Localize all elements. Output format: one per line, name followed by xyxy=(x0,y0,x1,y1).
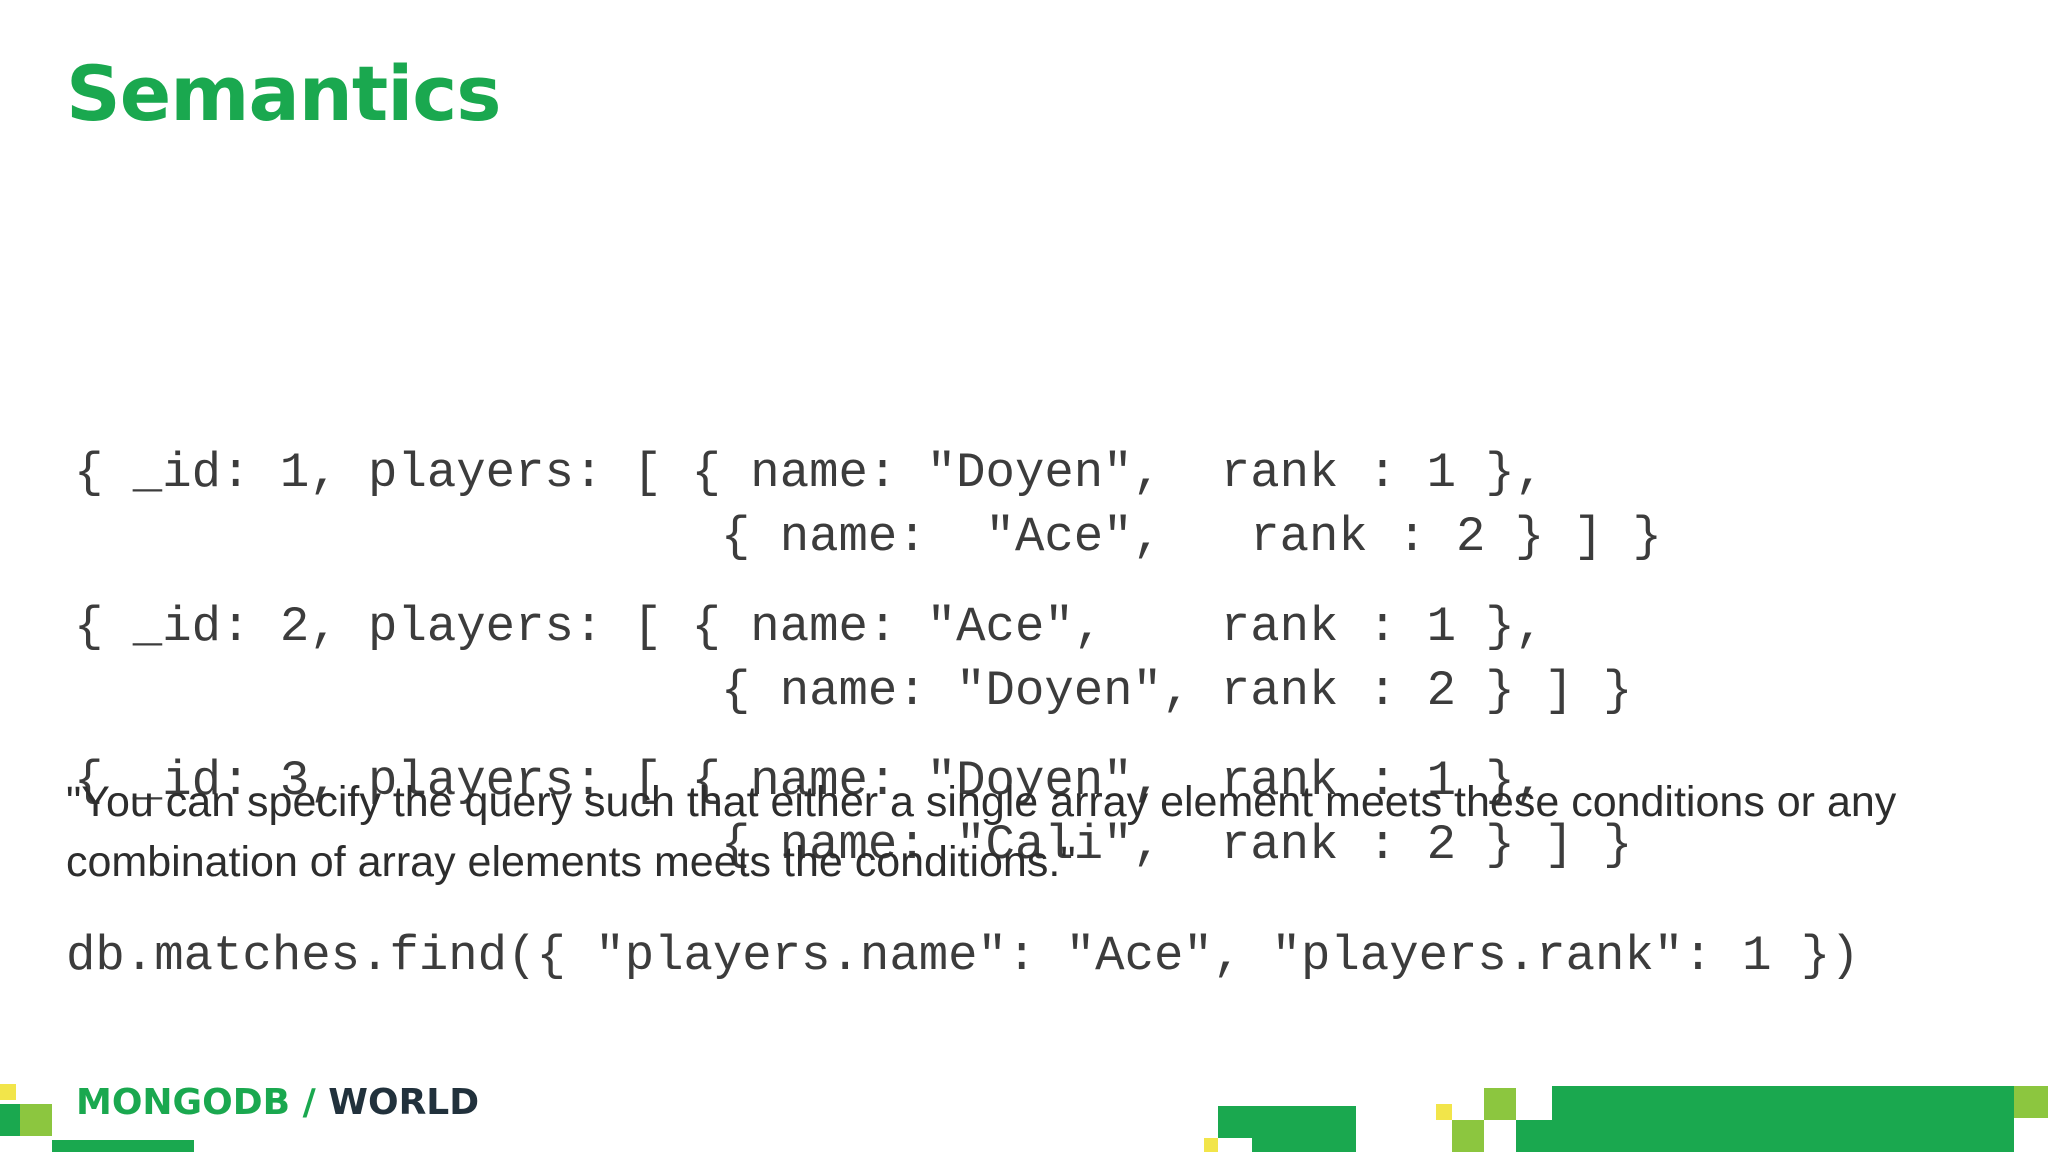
deco-pixel-block xyxy=(2014,1086,2048,1118)
code-line: { name: "Ace", rank : 2 } ] } xyxy=(74,509,1662,565)
code-line: { _id: 1, players: [ { name: "Doyen", ra… xyxy=(74,445,1545,501)
code-line: { name: "Doyen", rank : 2 } ] } xyxy=(74,663,1633,719)
deco-bar xyxy=(1552,1086,2014,1152)
logo-world-text: WORLD xyxy=(328,1082,480,1123)
deco-pixel-block xyxy=(1436,1104,1452,1120)
deco-pixel-block xyxy=(20,1104,52,1136)
code-line: { _id: 2, players: [ { name: "Ace", rank… xyxy=(74,599,1545,655)
query-code: db.matches.find({ "players.name": "Ace",… xyxy=(66,928,1860,984)
deco-pixel-block xyxy=(1452,1120,1484,1152)
deco-pixel-block xyxy=(1484,1088,1516,1120)
logo-mongodb-text: MONGODB / xyxy=(76,1082,329,1123)
deco-pixel-block xyxy=(1516,1120,1552,1152)
deco-pixel-block xyxy=(0,1084,16,1100)
deco-pixel-block xyxy=(1204,1138,1218,1152)
slide-title: Semantics xyxy=(66,49,502,138)
deco-pixel-block xyxy=(1218,1138,1252,1152)
code-block: { _id: 1, players: [ { name: "Doyen", ra… xyxy=(74,313,1662,941)
code-line: { name: "Cali", rank : 2 } ] } xyxy=(74,817,1633,873)
deco-pixel-block xyxy=(0,1104,20,1136)
quote-text: "You can specify the query such that eit… xyxy=(66,778,1897,886)
code-line: { _id: 3, players: [ { name: "Doyen", ra… xyxy=(74,753,1545,809)
mongodb-world-logo: MONGODB / WORLD xyxy=(76,1083,479,1123)
deco-bar xyxy=(52,1140,194,1152)
deco-pixel-block xyxy=(2014,1118,2048,1152)
